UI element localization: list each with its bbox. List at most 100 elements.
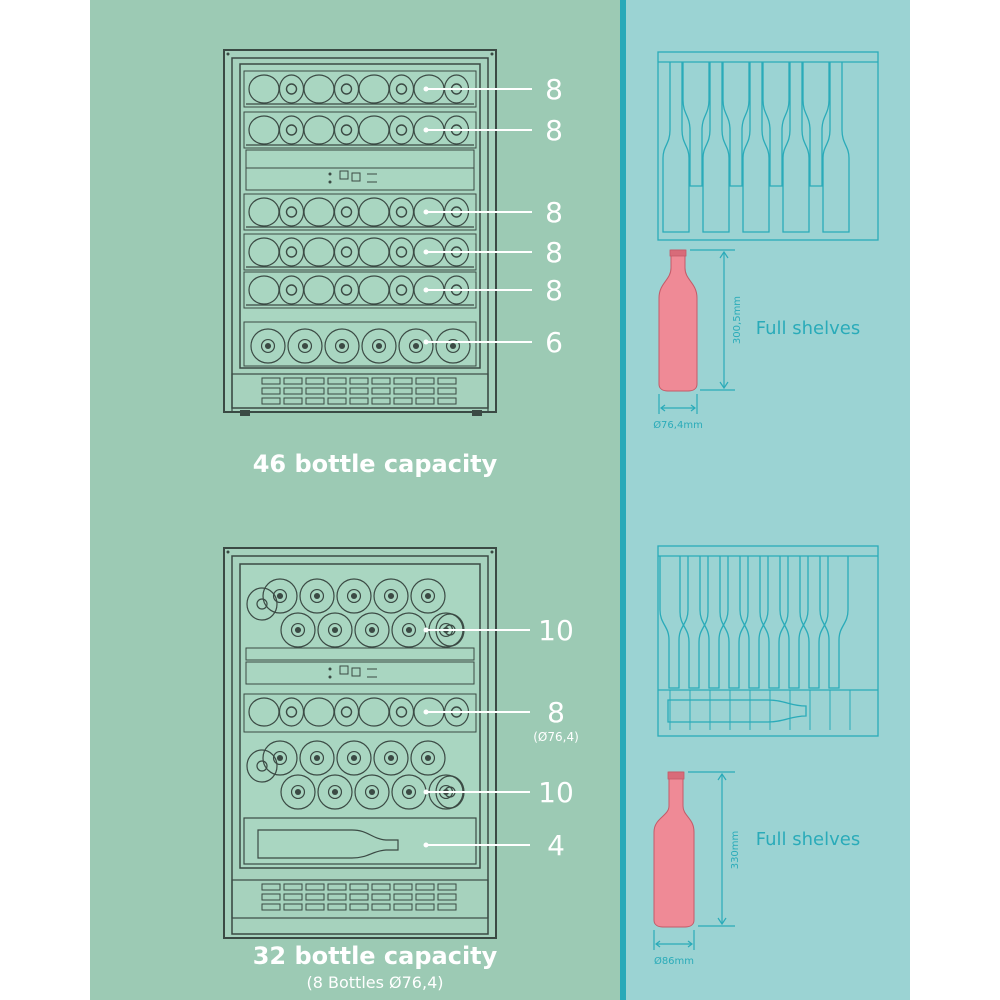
shelf-line-bottle: [802, 62, 830, 187]
shelf-line-bottle: [659, 556, 689, 689]
shelf-line-bottle: [739, 556, 769, 689]
shelf-count: 8: [545, 114, 563, 147]
bottle-neck: [285, 284, 298, 296]
top-bottle-cap: [669, 249, 687, 257]
bottom-row-bottle: [361, 328, 397, 364]
bottom-bottle-cap: [667, 771, 685, 780]
stacked-bottle-back: [299, 740, 335, 776]
stacked-bottle-back: [410, 740, 446, 776]
top-cooler-vent-grille: [231, 373, 489, 413]
bottom-bottle-stacks: [243, 578, 477, 810]
shelf-line-bottle: [762, 62, 790, 187]
stacked-bottle-front: [280, 774, 316, 810]
shelf-count-note: (Ø76,4): [533, 730, 579, 744]
top-bottle-diameter-dim: Ø76,4mm: [653, 419, 703, 431]
top-bottle-figure: 300,5mm Ø76,4mm Full shelves: [653, 249, 860, 431]
top-shelf-frame: [657, 51, 879, 241]
bottom-cooler-door: [231, 555, 489, 935]
stacked-bottle-back: [410, 578, 446, 614]
bottom-control-panel: [245, 661, 475, 685]
stacked-bottle-back: [373, 740, 409, 776]
top-bottle-height-dim: 300,5mm: [732, 296, 743, 344]
shelf-count: 6: [545, 326, 563, 359]
panel-divider: [620, 0, 626, 1000]
shelf-line-bottle: [822, 62, 850, 233]
shelf-line-bottle: [799, 556, 829, 689]
shelf-line-bottle: [759, 556, 789, 689]
top-shelf-callouts: 8 8 8 8 8 6: [423, 73, 563, 359]
bottom-row-bottle: [250, 328, 286, 364]
stacked-bottle-front: [354, 612, 390, 648]
bottom-bottle-height-dim: 330mm: [730, 831, 741, 870]
lying-bottle-outline: [257, 829, 399, 859]
bottle-neck: [395, 284, 408, 296]
stacked-bottle-back: [262, 578, 298, 614]
shelf-count: 8: [545, 73, 563, 106]
shelf-line-bottle: [679, 556, 709, 689]
stacked-bottle-back: [373, 578, 409, 614]
shelf-line-bottle: [662, 62, 690, 233]
bottom-full-shelves-label: Full shelves: [756, 829, 860, 850]
stacked-bottle-back: [299, 578, 335, 614]
stacked-bottle-back: [262, 740, 298, 776]
top-cooler-foot-left: [240, 410, 250, 416]
shelf-count: 8: [545, 236, 563, 269]
bottom-row-bottle: [398, 328, 434, 364]
bottle-neck: [285, 206, 298, 218]
bottom-bottle-diameter-dim: Ø86mm: [654, 955, 694, 967]
bottom-cooler-vent-grille: [231, 879, 489, 919]
bottle-neck: [395, 83, 408, 95]
shelf-line-bottle: [702, 62, 730, 233]
bottle-neck: [285, 83, 298, 95]
stacked-bottle-front: [354, 774, 390, 810]
bottom-cooler: 108(Ø76,4)104: [223, 547, 579, 939]
top-control-panel: [245, 167, 475, 191]
bottom-shelf-frame: [657, 545, 879, 737]
shelf-line-bottle: [682, 62, 710, 187]
bottom-capacity-note: (8 Bottles Ø76,4): [306, 973, 444, 992]
bottom-divider-shelf: [245, 647, 475, 661]
stacked-bottle-back: [336, 740, 372, 776]
shelf-line-bottle: [779, 556, 809, 689]
bottle-neck: [285, 246, 298, 258]
bottle-neck: [340, 206, 353, 218]
bottle-neck: [285, 124, 298, 136]
bottom-capacity-title: 32 bottle capacity: [252, 942, 498, 970]
top-cooler-foot-right: [472, 410, 482, 416]
top-cooler: 8 8 8 8 8 6: [223, 49, 563, 416]
bottle-neck: [395, 206, 408, 218]
bottom-shelf-lying-bottle: [667, 699, 807, 723]
bottom-bottle-figure: 330mm Ø86mm Full shelves: [653, 771, 860, 967]
bottle-neck: [340, 284, 353, 296]
shelf-count: 4: [547, 829, 565, 862]
bottom-lying-bottle-tray: [243, 817, 477, 865]
top-control-icons: [328, 170, 377, 184]
bottom-row-bottle: [324, 328, 360, 364]
shelf-count: 8: [547, 696, 565, 729]
shelf-count: 8: [545, 196, 563, 229]
top-capacity-title: 46 bottle capacity: [252, 450, 498, 478]
shelf-line-bottle: [819, 556, 849, 689]
stacked-bottle-front: [280, 612, 316, 648]
bottom-control-icons: [328, 665, 377, 679]
top-wine-bottle: [658, 249, 698, 392]
bottle-neck: [395, 124, 408, 136]
bottle-neck: [395, 246, 408, 258]
shelf-line-bottle: [722, 62, 750, 187]
top-shelf-illustration: [657, 51, 879, 241]
shelf-line-bottle: [699, 556, 729, 689]
bottom-shelf-callouts: 108(Ø76,4)104: [423, 614, 579, 862]
stacked-bottle-front: [317, 774, 353, 810]
top-cooler-door: [231, 57, 489, 409]
bottom-row-bottle: [287, 328, 323, 364]
shelf-line-bottle: [719, 556, 749, 689]
bottle-neck: [340, 246, 353, 258]
shelf-line-bottle: [742, 62, 770, 233]
stacked-bottle-front: [317, 612, 353, 648]
bottle-neck: [340, 124, 353, 136]
shelf-count: 10: [538, 776, 574, 809]
shelf-count: 8: [545, 274, 563, 307]
top-full-shelves-label: Full shelves: [756, 318, 860, 339]
shelf-line-bottle: [782, 62, 810, 233]
